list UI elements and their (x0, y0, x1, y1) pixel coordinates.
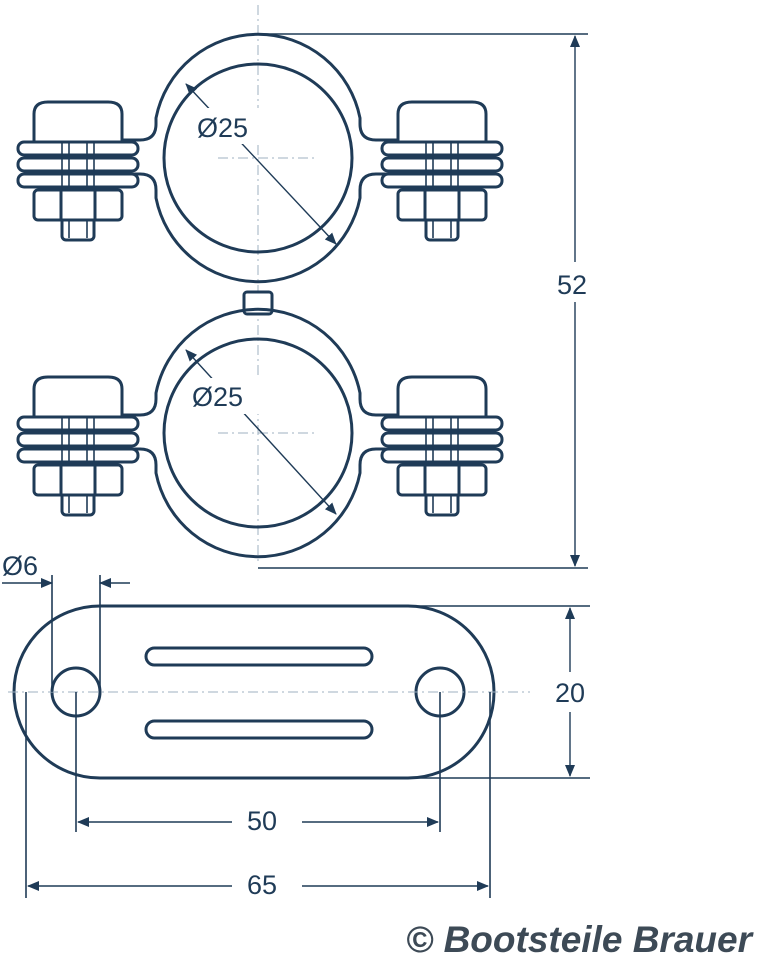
upper-slot (144, 646, 374, 667)
upper-clamp (16, 32, 504, 284)
lower-slot (144, 719, 374, 740)
copyright-text: © Bootsteile Brauer (406, 919, 755, 960)
hole-diameter-label: Ø6 (2, 551, 38, 581)
length-label: 65 (247, 870, 277, 900)
lower-diameter-label: Ø25 (192, 382, 243, 412)
height-label: 52 (557, 270, 587, 300)
base-plate (8, 604, 530, 780)
lower-clamp (16, 307, 504, 559)
upper-diameter-label: Ø25 (197, 113, 248, 143)
width-label: 20 (555, 678, 585, 708)
spacing-label: 50 (247, 806, 277, 836)
lower-diameter-line (185, 349, 337, 515)
